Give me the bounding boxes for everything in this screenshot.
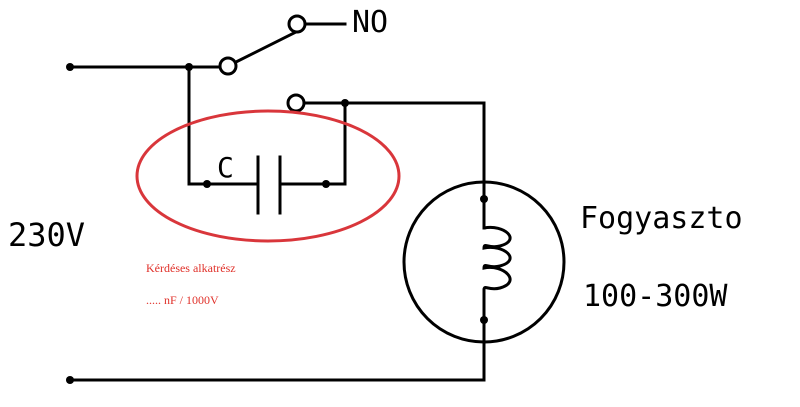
note-rating-label: ..... nF / 1000V	[146, 293, 219, 307]
switch-no-label: NO	[352, 5, 388, 40]
switch-icon	[218, 14, 486, 113]
load-name-label: Fogyaszto	[580, 201, 743, 236]
voltage-label: 230V	[8, 216, 85, 254]
coil-icon	[482, 101, 512, 382]
capacitor-label: C	[217, 151, 234, 184]
load-power-label: 100-300W	[583, 279, 728, 314]
capacitor-branch-wires	[187, 65, 347, 186]
note-component-label: Kérdéses alkatrész	[146, 261, 236, 275]
capacitor-icon	[256, 155, 282, 215]
annotation-ellipse	[135, 109, 401, 243]
junction-dots	[66, 63, 488, 384]
